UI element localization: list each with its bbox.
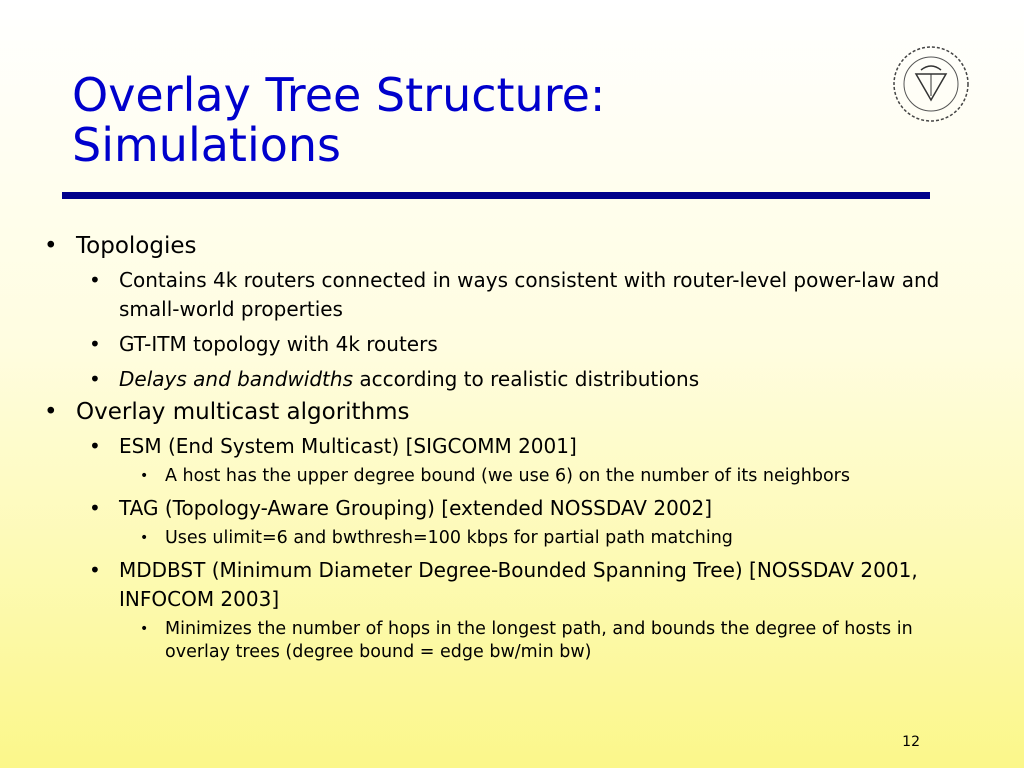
bullet-text: MDDBST (Minimum Diameter Degree-Bounded … [119, 558, 918, 611]
bullet-marker: • [89, 332, 101, 356]
bullet-text: Uses ulimit=6 and bwthresh=100 kbps for … [165, 528, 733, 548]
title-line-1: Overlay Tree Structure: [72, 68, 606, 122]
sub-bullet: • Delays and bandwidths according to rea… [40, 365, 960, 394]
bullet-marker: • [140, 621, 149, 637]
bullet-text: Overlay multicast algorithms [76, 399, 410, 425]
bullet-marker: • [89, 268, 101, 292]
bullet-marker: • [44, 233, 58, 259]
bullet-text: ESM (End System Multicast) [SIGCOMM 2001… [119, 434, 577, 458]
sub-bullet: • Contains 4k routers connected in ways … [40, 266, 960, 324]
page-number: 12 [902, 734, 920, 750]
bullet-marker: • [89, 367, 101, 391]
detail-bullet: • A host has the upper degree bound (we … [40, 465, 960, 488]
university-seal-icon [893, 46, 969, 122]
bullet-marker: • [44, 399, 58, 425]
detail-bullet: • Uses ulimit=6 and bwthresh=100 kbps fo… [40, 527, 960, 550]
detail-bullet: • Minimizes the number of hops in the lo… [40, 618, 960, 664]
sub-bullet-tag: • TAG (Topology-Aware Grouping) [extende… [40, 494, 960, 523]
slide-title: Overlay Tree Structure: Simulations [72, 70, 852, 170]
title-line-2: Simulations [72, 118, 341, 172]
bullet-text: Contains 4k routers connected in ways co… [119, 268, 940, 321]
bullet-marker: • [140, 468, 149, 484]
bullet-marker: • [89, 434, 101, 458]
bullet-text: according to realistic distributions [352, 367, 700, 391]
sub-bullet-esm: • ESM (End System Multicast) [SIGCOMM 20… [40, 432, 960, 461]
bullet-text: Topologies [76, 233, 197, 259]
sub-bullet: • GT-ITM topology with 4k routers [40, 330, 960, 359]
bullet-marker: • [140, 530, 149, 546]
slide-body: • Topologies • Contains 4k routers conne… [40, 228, 960, 664]
sub-bullet-mddbst: • MDDBST (Minimum Diameter Degree-Bounde… [40, 556, 960, 614]
bullet-text: GT-ITM topology with 4k routers [119, 332, 438, 356]
emphasis-text: Delays and bandwidths [119, 367, 353, 391]
bullet-marker: • [89, 558, 101, 582]
bullet-text: A host has the upper degree bound (we us… [165, 466, 850, 486]
bullet-topologies: • Topologies [40, 232, 960, 260]
bullet-text: TAG (Topology-Aware Grouping) [extended … [119, 496, 713, 520]
bullet-marker: • [89, 496, 101, 520]
title-underline [62, 192, 930, 199]
bullet-algorithms: • Overlay multicast algorithms [40, 398, 960, 426]
bullet-text: Minimizes the number of hops in the long… [165, 619, 913, 662]
